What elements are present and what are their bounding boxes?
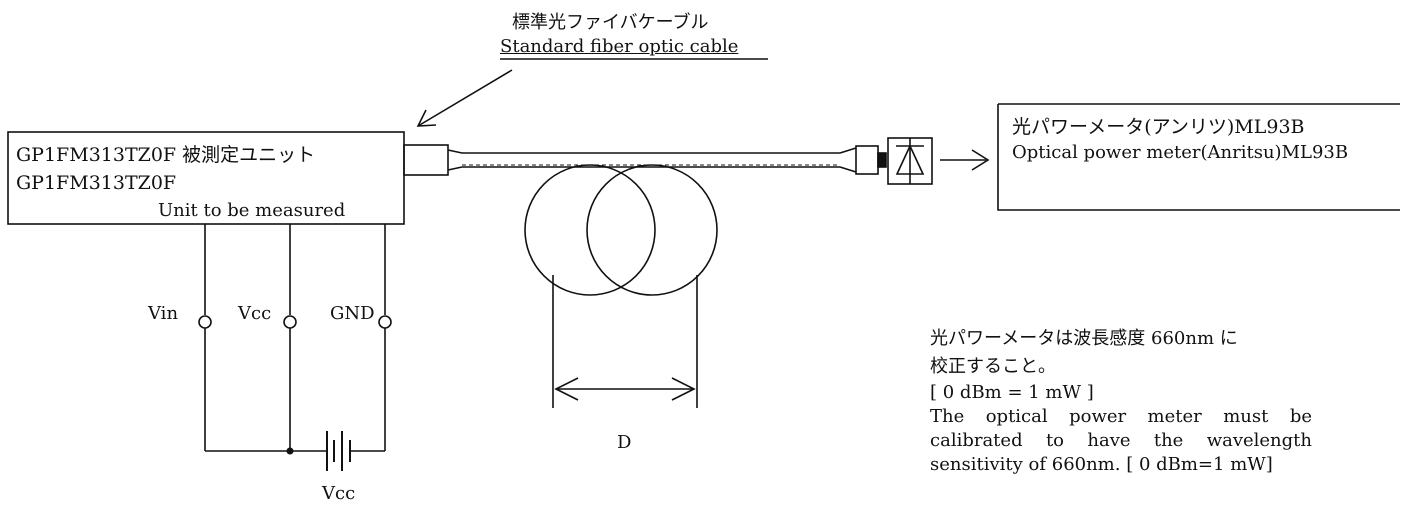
meter-box-ja: 光パワーメータ(アンリツ)ML93B <box>1012 116 1305 138</box>
right-connector <box>855 145 879 175</box>
note-en-line1: The optical power meter must be <box>930 406 1312 427</box>
diameter-label: D <box>617 432 632 453</box>
note-en-line3: sensitivity of 660nm. [ 0 dBm=1 mW] <box>930 454 1273 475</box>
terminal-gnd-label: GND <box>330 303 375 324</box>
unit-box-line3: Unit to be measured <box>158 200 346 221</box>
right-ferrule-taper-top <box>839 147 857 154</box>
right-connector-tip <box>877 152 887 168</box>
note-ja-line2: 校正すること。 <box>930 356 1056 377</box>
unit-box <box>7 131 405 225</box>
left-ferrule-taper-bottom <box>447 166 463 171</box>
note-en-line2: calibrated to have the wavelength <box>930 430 1312 451</box>
note-ref: [ 0 dBm = 1 mW ] <box>930 382 1094 403</box>
diameter-arrow-right-head <box>671 377 696 401</box>
diameter-arrow-left-head <box>554 377 579 401</box>
note-ja-line1: 光パワーメータは波長感度 660nm に <box>930 328 1238 349</box>
cable-label-ja: 標準光ファイバケーブル <box>512 12 709 33</box>
terminal-gnd-dot <box>378 315 392 329</box>
unit-box-line2: GP1FM313TZ0F <box>16 172 177 194</box>
left-connector <box>403 144 449 176</box>
left-ferrule-taper-top <box>447 149 463 154</box>
terminal-vin-label: Vin <box>148 303 179 324</box>
unit-box-line1: GP1FM313TZ0F 被測定ユニット <box>16 144 316 166</box>
junction-dot <box>286 447 294 455</box>
terminal-vcc-dot <box>283 315 297 329</box>
fiber-coil-outer <box>524 164 656 296</box>
calibration-note: 光パワーメータは波長感度 660nm に 校正すること。 [ 0 dBm = 1… <box>930 325 1312 477</box>
right-ferrule-taper-bottom <box>839 166 857 173</box>
meter-box <box>997 104 1400 211</box>
battery-label: Vcc <box>322 483 356 504</box>
meter-box-en: Optical power meter(Anritsu)ML93B <box>1012 142 1349 163</box>
terminal-vin-dot <box>198 315 212 329</box>
meter-arrow-head <box>971 149 990 171</box>
pointer-arrow-head <box>416 109 437 127</box>
cable-label-en: Standard fiber optic cable <box>500 36 739 57</box>
pointer-arrow-line <box>417 69 513 127</box>
terminal-vcc-label: Vcc <box>238 303 272 324</box>
